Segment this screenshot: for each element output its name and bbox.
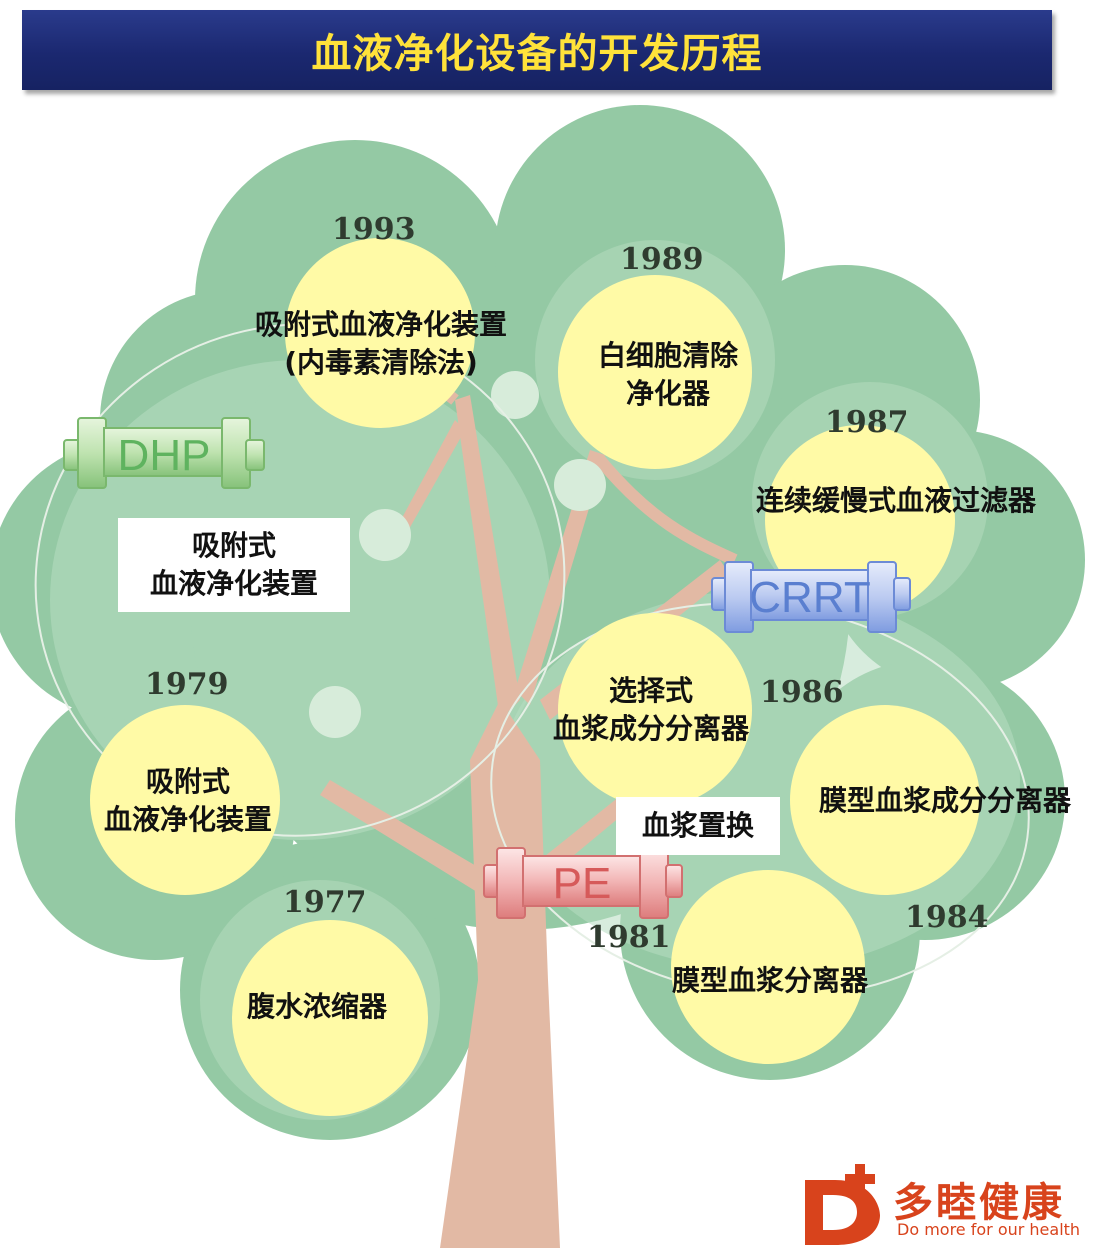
label-1984: 膜型血浆成分分离器 bbox=[800, 782, 1090, 820]
adsorption-group-line1: 吸附式 bbox=[191, 529, 276, 562]
tag-crrt: CRRT bbox=[711, 561, 911, 633]
label-1986-line2: 血浆成分分离器 bbox=[552, 712, 749, 745]
label-1981: 膜型血浆分离器 bbox=[650, 962, 890, 1000]
label-1987-line1: 连续缓慢式血液过滤器 bbox=[755, 484, 1036, 517]
page-title: 血液净化设备的开发历程 bbox=[311, 31, 763, 77]
year-1987: 1987 bbox=[825, 405, 909, 440]
label-1987: 连续缓慢式血液过滤器 bbox=[731, 482, 1061, 520]
label-1989-line2: 净化器 bbox=[625, 377, 710, 410]
bubbles bbox=[90, 238, 980, 1116]
plasma-exchange-label: 血浆置换 bbox=[641, 809, 754, 842]
bubble-1979 bbox=[90, 705, 280, 895]
tree-trunk bbox=[320, 395, 730, 1248]
tag-dhp: DHP bbox=[63, 417, 265, 489]
year-1977: 1977 bbox=[283, 885, 367, 920]
plasma-exchange-box: 血浆置换 bbox=[616, 797, 780, 855]
tag-crrt-label: CRRT bbox=[749, 573, 870, 622]
year-1981: 1981 bbox=[587, 920, 671, 955]
label-1989: 白细胞清除 净化器 bbox=[568, 337, 768, 413]
branch-buds bbox=[309, 371, 606, 738]
label-1979: 吸附式 血液净化装置 bbox=[88, 763, 288, 839]
label-1993: 吸附式血液净化装置 (内毒素清除法) bbox=[231, 306, 531, 382]
bubble-1986 bbox=[558, 613, 752, 807]
label-1986-line1: 选择式 bbox=[608, 674, 693, 707]
label-1986: 选择式 血浆成分分离器 bbox=[531, 672, 771, 748]
label-1981-line1: 膜型血浆分离器 bbox=[671, 964, 868, 997]
bubble-1987 bbox=[765, 425, 955, 615]
bubble-1993 bbox=[285, 238, 475, 428]
year-1986: 1986 bbox=[760, 675, 844, 710]
tag-dhp-label: DHP bbox=[118, 431, 211, 480]
label-1979-line2: 血液净化装置 bbox=[103, 803, 272, 836]
label-1979-line1: 吸附式 bbox=[145, 765, 230, 798]
adsorption-group-line2: 血液净化装置 bbox=[149, 567, 318, 600]
brand-name: 多睦健康 bbox=[893, 1180, 1065, 1226]
adsorption-group-box: 吸附式 血液净化装置 bbox=[118, 518, 350, 612]
label-1989-line1: 白细胞清除 bbox=[597, 339, 738, 372]
brand-slogan: Do more for our health bbox=[897, 1220, 1081, 1239]
year-1984: 1984 bbox=[905, 900, 989, 935]
title-bar: 血液净化设备的开发历程 bbox=[22, 10, 1052, 90]
label-1993-line1: 吸附式血液净化装置 bbox=[254, 308, 507, 341]
bubble-1984 bbox=[790, 705, 980, 895]
year-1989: 1989 bbox=[620, 242, 704, 277]
label-1977-line1: 腹水浓缩器 bbox=[246, 990, 387, 1023]
tag-pe-label: PE bbox=[553, 859, 612, 908]
label-1993-line2: (内毒素清除法) bbox=[284, 346, 478, 379]
year-1979: 1979 bbox=[145, 667, 229, 702]
brand-logo-icon bbox=[805, 1164, 880, 1245]
bubble-1977 bbox=[232, 920, 428, 1116]
label-1984-line1: 膜型血浆成分分离器 bbox=[818, 784, 1071, 817]
year-1993: 1993 bbox=[332, 212, 416, 247]
label-1977: 腹水浓缩器 bbox=[232, 988, 402, 1026]
bubble-1981 bbox=[671, 870, 865, 1064]
tag-pe: PE bbox=[483, 847, 683, 919]
bubble-1989 bbox=[558, 275, 752, 469]
